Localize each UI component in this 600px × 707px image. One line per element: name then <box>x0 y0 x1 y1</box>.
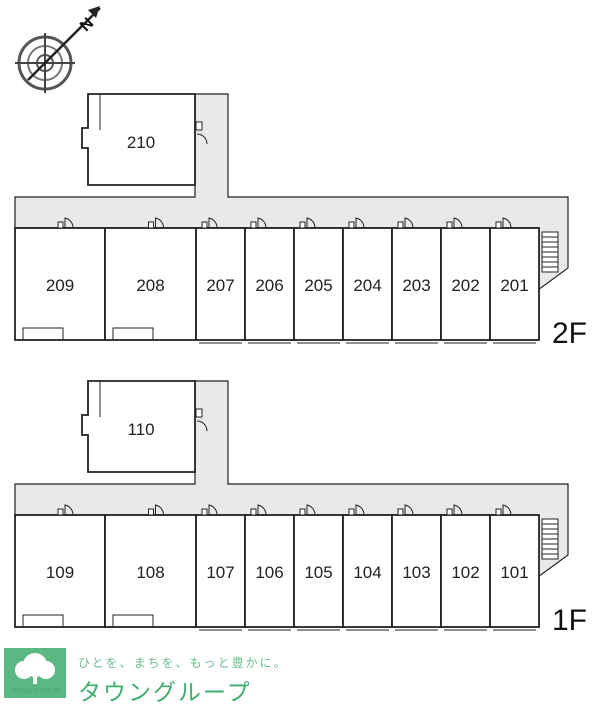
door-icon <box>495 221 502 229</box>
room-number: 105 <box>304 563 332 582</box>
room-number: 204 <box>353 276 381 295</box>
floor-label: 2F <box>552 317 587 350</box>
door-icon <box>348 508 355 516</box>
room-205 <box>293 227 344 341</box>
room-number: 102 <box>451 563 479 582</box>
door-swing-icon <box>64 217 74 229</box>
door-swing-icon <box>196 133 208 145</box>
door-icon <box>57 221 64 229</box>
room-201 <box>489 227 540 341</box>
door-icon <box>299 508 306 516</box>
compass-icon: N <box>15 6 101 93</box>
room-102 <box>440 514 491 628</box>
floor-2f-plan: 210 209 208 207 206 205 204 203 202 201 2F <box>14 93 587 350</box>
door-icon <box>201 221 208 229</box>
door-icon <box>446 508 453 516</box>
room-108 <box>104 514 197 628</box>
room-106 <box>244 514 295 628</box>
door-icon <box>397 221 404 229</box>
door-swing-icon <box>306 504 316 516</box>
door-swing-icon <box>64 504 74 516</box>
room-101 <box>489 514 540 628</box>
door-swing-icon <box>257 217 267 229</box>
door-icon <box>299 221 306 229</box>
door-swing-icon <box>404 504 414 516</box>
room-number: 107 <box>206 563 234 582</box>
logo-small-text: TOWN GROUP <box>10 688 60 695</box>
room-number: 203 <box>402 276 430 295</box>
door-icon <box>201 508 208 516</box>
logo-text-block: ひとを、まちを、もっと豊かに。 タウングループ <box>78 654 288 707</box>
room-105 <box>293 514 344 628</box>
room-number: 104 <box>353 563 381 582</box>
floor-1f-plan: 110 109 108 107 106 105 104 103 102 101 1F <box>14 380 587 637</box>
door-icon <box>195 408 203 418</box>
logo-brand: タウングループ <box>78 680 252 706</box>
door-swing-icon <box>208 217 218 229</box>
balcony-wall <box>112 614 154 627</box>
logo-tagline: ひとを、まちを、もっと豊かに。 <box>78 656 288 670</box>
balcony-wall <box>22 614 64 627</box>
door-swing-icon <box>355 504 365 516</box>
annex-room-number: 110 <box>127 420 154 439</box>
door-swing-icon <box>404 217 414 229</box>
door-icon <box>250 221 257 229</box>
balcony-wall <box>22 327 64 340</box>
room-109 <box>14 514 106 628</box>
room-number: 205 <box>304 276 332 295</box>
door-swing-icon <box>355 217 365 229</box>
compass-north-label: N <box>77 15 97 35</box>
room-number: 206 <box>255 276 283 295</box>
door-icon <box>495 508 502 516</box>
annex-room-outline <box>81 380 196 473</box>
room-207 <box>195 227 246 341</box>
door-icon <box>195 121 203 131</box>
room-number: 103 <box>402 563 430 582</box>
door-swing-icon <box>196 420 208 432</box>
door-icon <box>148 221 154 229</box>
door-swing-icon <box>155 217 165 229</box>
door-swing-icon <box>306 217 316 229</box>
door-swing-icon <box>453 504 463 516</box>
door-icon <box>250 508 257 516</box>
town-group-logo-icon <box>4 648 66 698</box>
door-swing-icon <box>502 217 512 229</box>
room-209 <box>14 227 106 341</box>
door-swing-icon <box>502 504 512 516</box>
room-number: 209 <box>46 276 74 295</box>
door-icon <box>148 508 154 516</box>
annex-room-outline <box>81 93 196 186</box>
door-swing-icon <box>155 504 165 516</box>
door-swing-icon <box>257 504 267 516</box>
room-number: 208 <box>136 276 164 295</box>
balcony-wall <box>112 327 154 340</box>
room-206 <box>244 227 295 341</box>
floor-label: 1F <box>552 604 587 637</box>
door-icon <box>348 221 355 229</box>
room-number: 106 <box>255 563 283 582</box>
door-icon <box>57 508 64 516</box>
room-number: 207 <box>206 276 234 295</box>
room-number: 101 <box>500 563 528 582</box>
room-number: 202 <box>451 276 479 295</box>
door-icon <box>446 221 453 229</box>
room-number: 201 <box>500 276 528 295</box>
room-103 <box>391 514 442 628</box>
room-203 <box>391 227 442 341</box>
room-number: 108 <box>136 563 164 582</box>
door-swing-icon <box>208 504 218 516</box>
door-icon <box>397 508 404 516</box>
room-202 <box>440 227 491 341</box>
door-swing-icon <box>453 217 463 229</box>
annex-room-number: 210 <box>127 133 155 152</box>
room-number: 109 <box>46 563 74 582</box>
